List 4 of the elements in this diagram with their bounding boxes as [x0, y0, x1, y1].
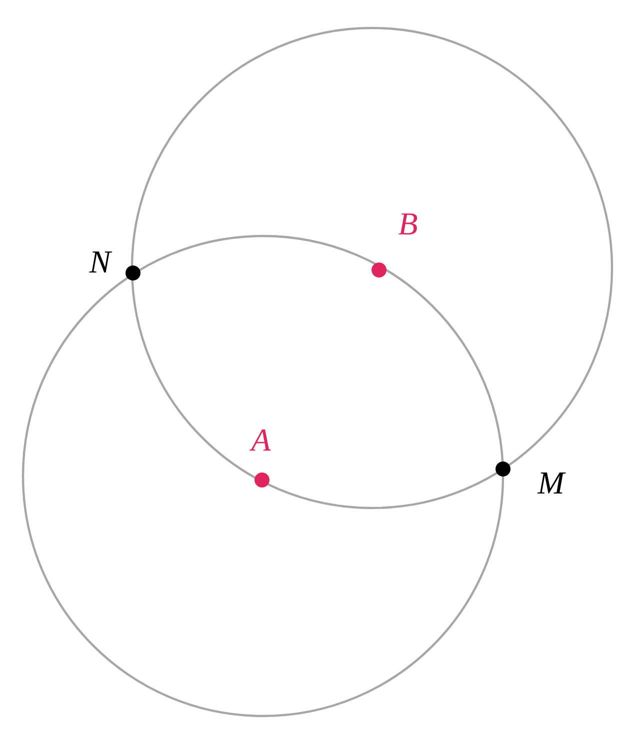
point-label: B [398, 213, 418, 235]
point-label: A [249, 429, 271, 451]
point-label: M [537, 472, 566, 494]
point-label: N [89, 252, 112, 272]
